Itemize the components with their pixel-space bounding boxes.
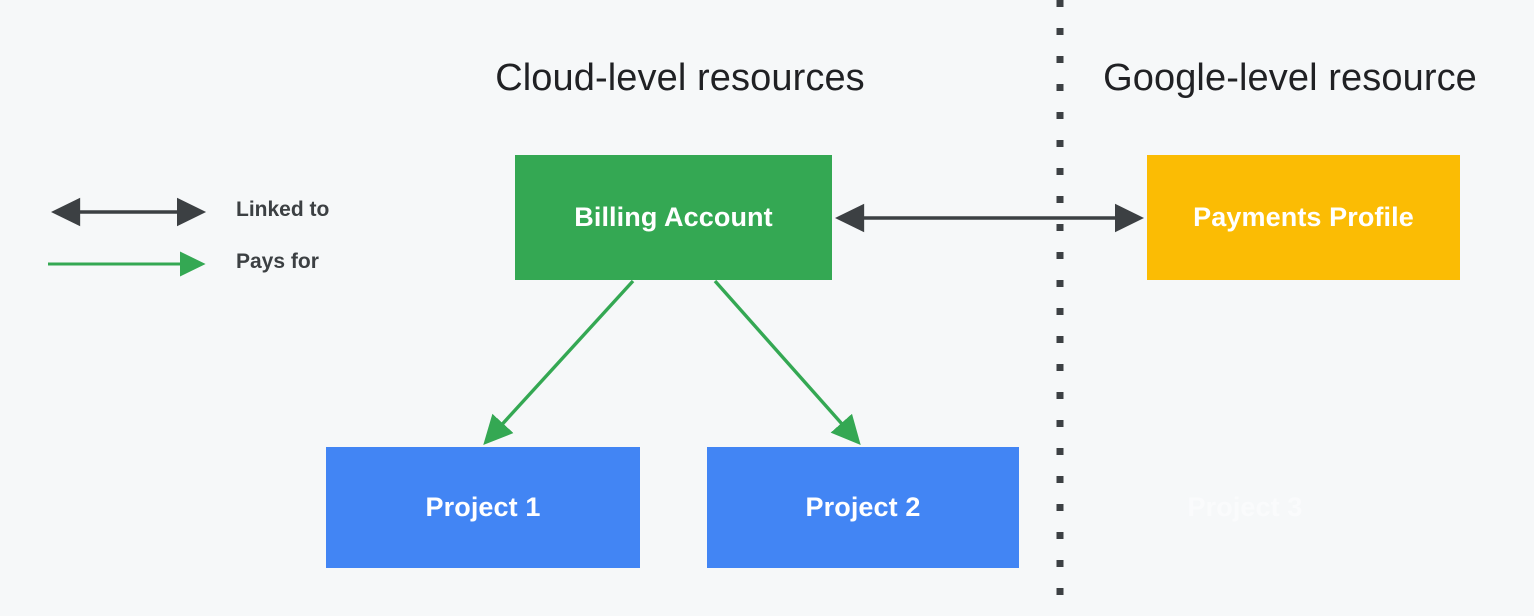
node-billing-account[interactable]: Billing Account bbox=[515, 155, 832, 280]
legend-label-linked-to: Linked to bbox=[236, 198, 330, 221]
column-header-google-level: Google-level resource bbox=[1103, 57, 1477, 99]
legend: Linked to Pays for bbox=[40, 188, 400, 292]
node-project-2[interactable]: Project 2 bbox=[707, 447, 1019, 568]
edge-billing-account-to-project-1 bbox=[483, 279, 635, 446]
node-project-1[interactable]: Project 1 bbox=[326, 447, 640, 568]
column-header-cloud-level: Cloud-level resources bbox=[495, 57, 865, 99]
right-arrow-icon bbox=[48, 251, 206, 277]
legend-item-linked-to: Linked to bbox=[40, 188, 400, 240]
legend-item-pays-for: Pays for bbox=[40, 240, 400, 292]
legend-label-pays-for: Pays for bbox=[236, 250, 319, 273]
node-payments-profile[interactable]: Payments Profile bbox=[1147, 155, 1460, 280]
node-project-3: Project 3 bbox=[1187, 492, 1303, 522]
double-headed-arrow-icon bbox=[50, 197, 207, 227]
edge-billing-account-to-project-2 bbox=[713, 279, 861, 446]
